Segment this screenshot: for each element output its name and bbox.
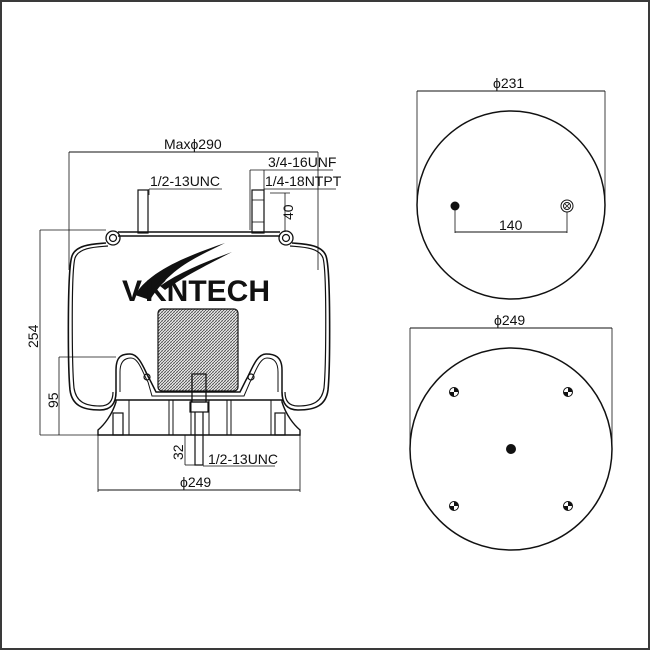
top-plate-view: ϕ231 140 [416, 75, 606, 300]
logo-prefix: V [122, 275, 142, 308]
bottom-thread-label: 1/2-13UNC [208, 451, 278, 467]
top-thread-right-label: 3/4-16UNF [268, 154, 336, 170]
total-height-label: 254 [25, 324, 41, 348]
bottom-stud-length-label: 32 [170, 444, 186, 460]
piston-height-label: 95 [45, 392, 61, 408]
bolt-hole-icon [563, 387, 573, 397]
stud-spacing-label: 140 [499, 217, 523, 233]
bolt-hole-icon [449, 501, 459, 511]
bumper [157, 308, 239, 392]
piston-diameter-label: ϕ249 [180, 474, 211, 490]
bottom-plate-diameter-label: ϕ249 [494, 312, 525, 328]
brand-logo: KNTECH [145, 275, 270, 308]
air-fitting-label: 1/4-18NTPT [265, 173, 342, 189]
bolt-hole-icon [563, 501, 573, 511]
bottom-plate-outline [409, 347, 613, 551]
stud-height-label: 40 [280, 204, 296, 220]
top-plate-diameter-label: ϕ231 [493, 75, 524, 91]
logo-swoosh-icon [135, 243, 225, 300]
bottom-plate-view: ϕ249 [409, 312, 613, 551]
top-thread-left-label: 1/2-13UNC [150, 173, 220, 189]
side-view: Maxϕ290 1/2-13UNC 3/4-16UNF 1/4-18NTPT 4… [25, 136, 342, 492]
max-diameter-label: Maxϕ290 [164, 136, 222, 152]
bolt-hole-icon [449, 387, 459, 397]
center-hole-icon [506, 444, 516, 454]
top-plate-outline [416, 110, 606, 300]
